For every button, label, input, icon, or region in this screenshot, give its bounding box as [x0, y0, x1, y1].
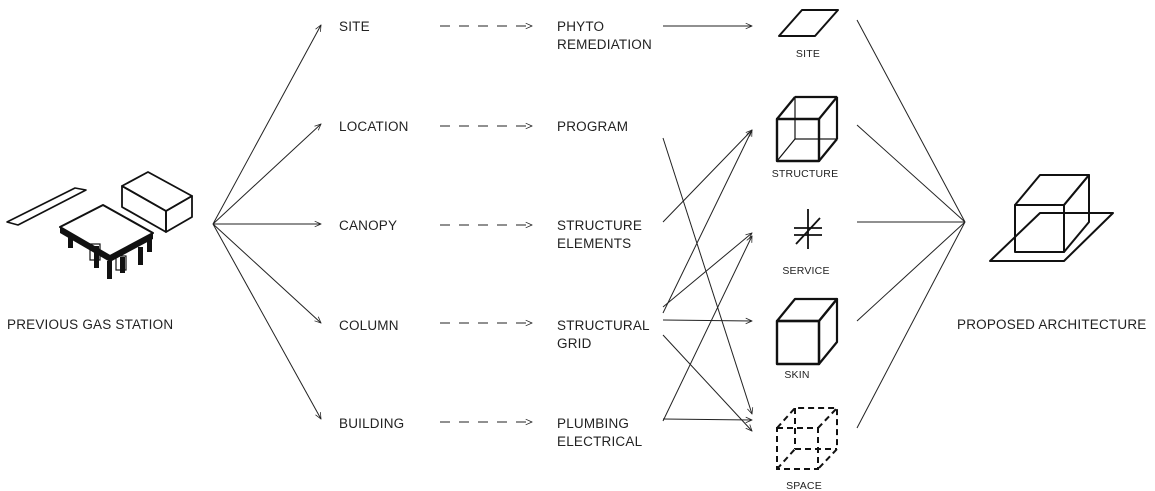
service-symbol-icon: [794, 209, 822, 249]
strategy-grid-line2: GRID: [557, 336, 592, 351]
skin-cube-icon: [775, 297, 839, 366]
structure-cube-icon: [775, 95, 839, 163]
element-canopy: CANOPY: [339, 218, 397, 233]
strategy-structure-line1: STRUCTURE: [557, 218, 642, 233]
strategy-plumbing-electrical: PLUMBING ELECTRICAL: [557, 416, 643, 449]
result-label: PROPOSED ARCHITECTURE: [957, 317, 1146, 332]
strategy-structural-grid: STRUCTURAL GRID: [557, 318, 653, 351]
strategy-structure-line2: ELEMENTS: [557, 236, 631, 251]
system-skin-label: SKIN: [784, 369, 809, 381]
system-service-label: SERVICE: [782, 265, 829, 277]
strategy-grid-line1: STRUCTURAL: [557, 318, 650, 333]
strategy-phyto-line1: PHYTO: [557, 19, 604, 34]
system-to-result-lines: [856, 19, 966, 429]
strategy-phyto: PHYTO REMEDIATION: [557, 19, 652, 52]
element-to-strategy-arrows: [440, 26, 532, 422]
element-building: BUILDING: [339, 416, 404, 431]
site-plane-icon: [778, 9, 839, 37]
system-space-label: SPACE: [786, 480, 822, 491]
proposed-architecture-icon: [989, 174, 1114, 262]
strategy-plumbing-line2: ELECTRICAL: [557, 434, 643, 449]
system-site-label: SITE: [796, 48, 820, 60]
strategy-phyto-line2: REMEDIATION: [557, 37, 652, 52]
element-location: LOCATION: [339, 119, 409, 134]
space-dashed-cube-icon: [776, 407, 838, 470]
source-label: PREVIOUS GAS STATION: [7, 317, 173, 332]
element-site: SITE: [339, 19, 370, 34]
strategy-plumbing-line1: PLUMBING: [557, 416, 629, 431]
strategy-to-system-arrows: [662, 26, 752, 431]
system-structure-label: STRUCTURE: [772, 168, 839, 180]
strategy-program: PROGRAM: [557, 119, 628, 134]
source-to-elements-arrows: [212, 25, 321, 419]
gas-station-isometric-icon: [6, 171, 193, 279]
element-column: COLUMN: [339, 318, 399, 333]
strategy-structure-elements: STRUCTURE ELEMENTS: [557, 218, 646, 251]
